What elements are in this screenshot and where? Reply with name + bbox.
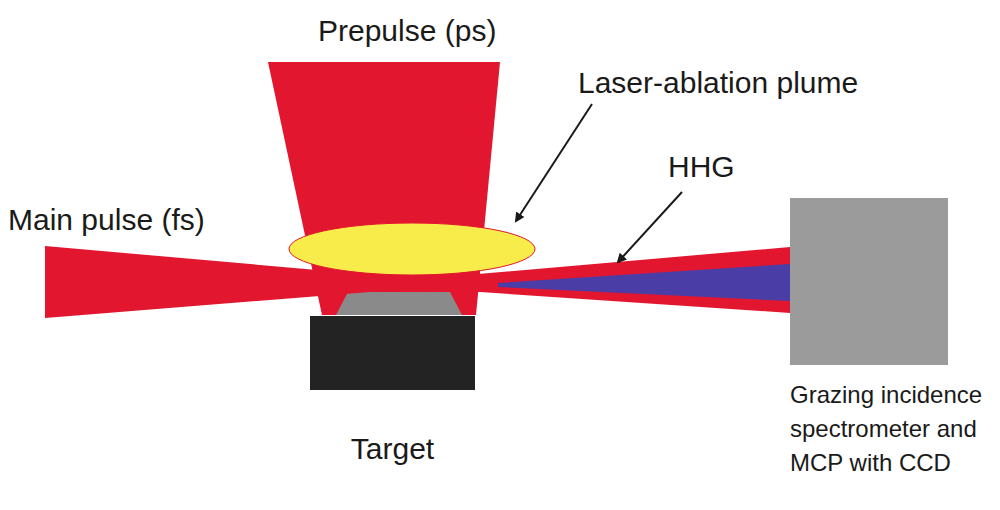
leader-arrow (516, 104, 592, 221)
beam-label: Prepulse (ps) (318, 14, 496, 49)
hhg-label: HHG (668, 150, 735, 185)
hhg-beam (498, 264, 790, 301)
leader-arrow (618, 192, 682, 262)
node-caption: Target (310, 432, 475, 467)
spectrometer-box: Grazing incidence spectrometer and MCP w… (790, 198, 948, 365)
node-caption: Grazing incidence spectrometer and MCP w… (790, 378, 995, 480)
beam-label: Main pulse (fs) (8, 203, 205, 238)
target-block: Target (310, 316, 475, 390)
ablation-plume (289, 223, 535, 275)
ablation-cone (336, 292, 462, 315)
plume-label: Laser-ablation plume (578, 66, 858, 101)
